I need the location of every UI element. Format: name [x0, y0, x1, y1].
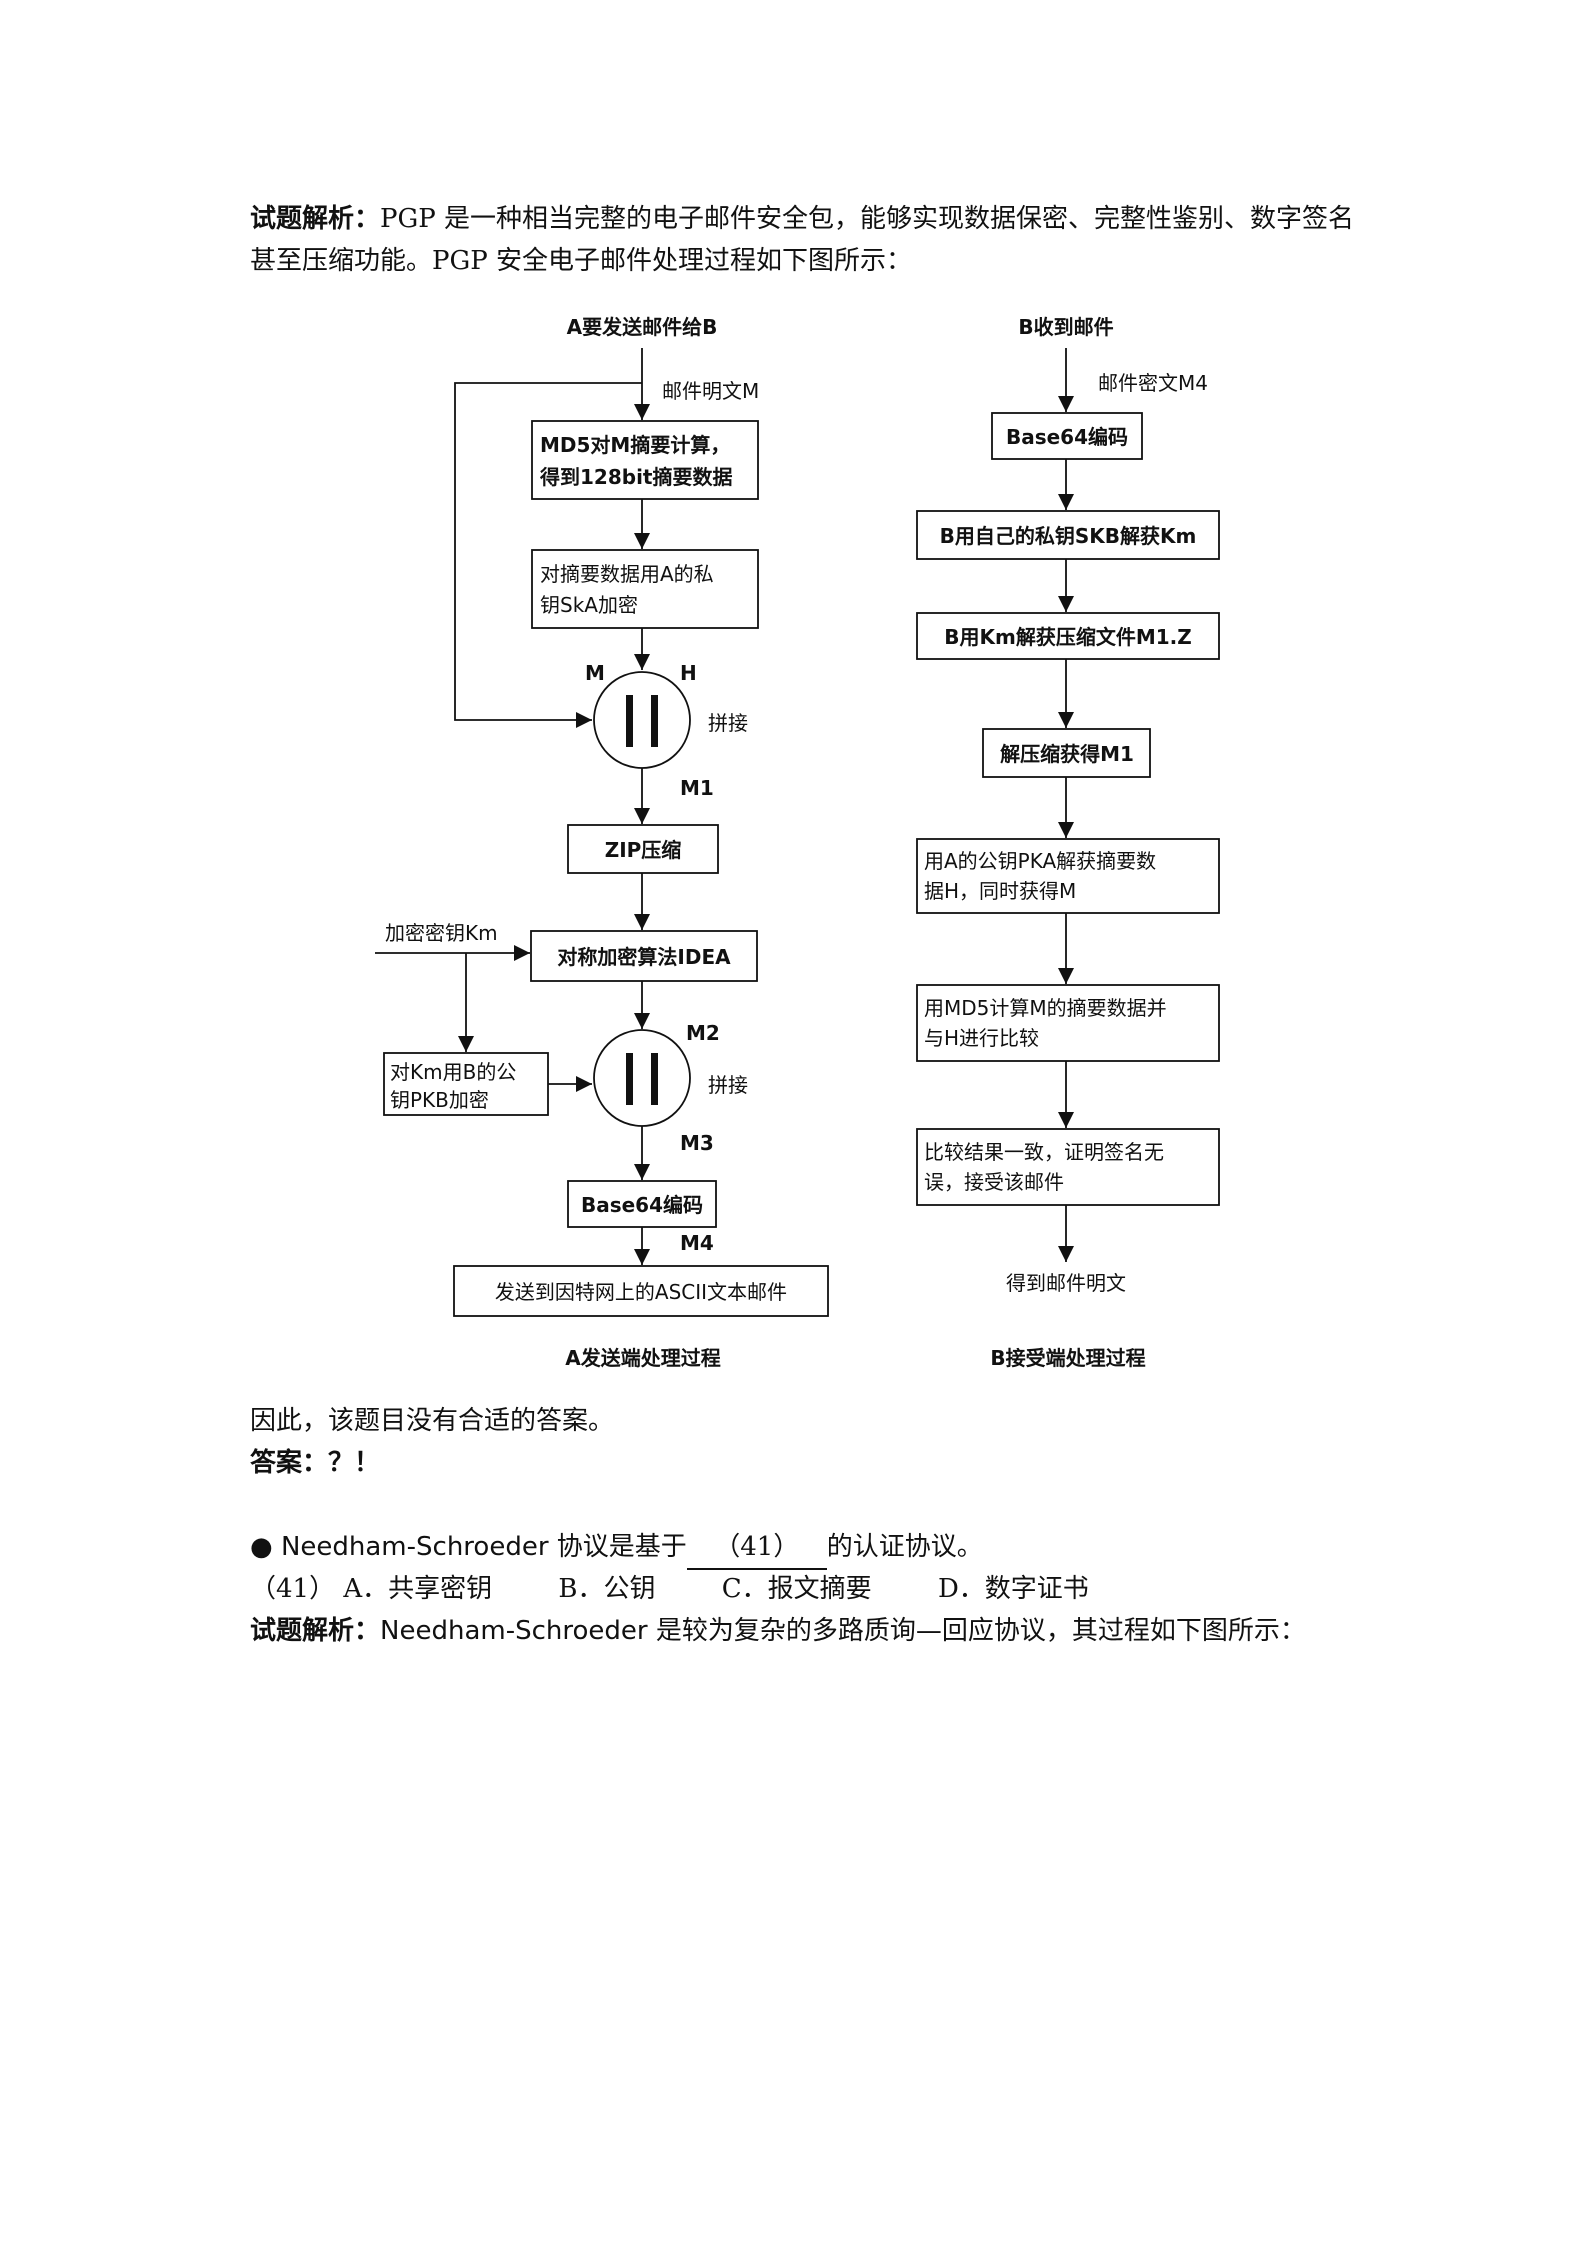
- verify-box: [916, 838, 1220, 914]
- right-base64-label: Base64编码: [1006, 425, 1128, 449]
- analysis-text: Needham-Schroeder 是较为复杂的多路质询—回应协议，其过程如下图…: [380, 1616, 1306, 1646]
- decrypt-box: [916, 612, 1220, 660]
- right-caption: B接受端处理过程: [990, 1346, 1145, 1370]
- options-line: （41） A．共享密钥 B．公钥 C．报文摘要 D．数字证书: [250, 1568, 1370, 1610]
- verify-line1: 用A的公钥PKA解获摘要数: [924, 849, 1156, 873]
- m4-label: M4: [680, 1231, 714, 1255]
- encrypt-key-line2: 钥PKB加密: [390, 1088, 489, 1112]
- intro-text: PGP 是一种相当完整的电子邮件安全包，能够实现数据保密、完整性鉴别、数字签名甚…: [250, 204, 1355, 276]
- intro-label: 试题解析：: [250, 204, 381, 234]
- get-km-label: B用自己的私钥SKB解获Km: [940, 524, 1197, 548]
- analysis-line: 试题解析：Needham-Schroeder 是较为复杂的多路质询—回应协议，其…: [250, 1610, 1370, 1652]
- md5-compare-line2: 与H进行比较: [924, 1026, 1039, 1050]
- md5-line1: MD5对M摘要计算，: [540, 433, 730, 457]
- decrypt-label: B用Km解获压缩文件M1.Z: [944, 625, 1192, 649]
- key-input-label: 加密密钥Km: [385, 921, 498, 945]
- question-number: （41）: [250, 1574, 336, 1604]
- send-label: 发送到因特网上的ASCII文本邮件: [495, 1280, 787, 1304]
- question-line: ● Needham-Schroeder 协议是基于（41）的认证协议。: [250, 1526, 1370, 1570]
- question-blank: （41）: [686, 1526, 827, 1570]
- zip-label: ZIP压缩: [605, 838, 682, 862]
- m1-label: M1: [680, 776, 714, 800]
- md5-compare-line1: 用MD5计算M的摘要数据并: [924, 996, 1167, 1020]
- right-ciphertext-label: 邮件密文M4: [1098, 371, 1208, 395]
- result-line1: 比较结果一致，证明签名无: [924, 1140, 1164, 1164]
- left-base64-label: Base64编码: [581, 1193, 703, 1217]
- option-d: D．数字证书: [937, 1574, 1089, 1604]
- encrypt-key-line1: 对Km用B的公: [390, 1060, 516, 1084]
- conclusion-text: 因此，该题目没有合适的答案。: [250, 1406, 615, 1436]
- answer-label: 答案：？！: [250, 1448, 381, 1478]
- unzip-label: 解压缩获得M1: [1000, 742, 1134, 766]
- idea-label: 对称加密算法IDEA: [557, 945, 731, 969]
- bullet-icon: ●: [250, 1532, 273, 1562]
- sign-line1: 对摘要数据用A的私: [540, 562, 714, 586]
- verify-line2: 据H，同时获得M: [924, 879, 1076, 903]
- md5-box: [531, 420, 759, 500]
- sign-line2: 钥SkA加密: [540, 593, 638, 617]
- unzip-box: [982, 728, 1151, 778]
- m3-label: M3: [680, 1131, 714, 1155]
- m2-label: M2: [686, 1021, 720, 1045]
- idea-box: [530, 930, 758, 982]
- zip-box: [567, 824, 719, 874]
- concat1-circle: [593, 671, 691, 769]
- option-c: C．报文摘要: [721, 1574, 872, 1604]
- result-box: [916, 1128, 1220, 1206]
- concat1-m-label: M: [585, 661, 605, 685]
- get-km-box: [916, 510, 1220, 560]
- right-start-label: B收到邮件: [1018, 315, 1113, 339]
- md5-compare-box: [916, 984, 1220, 1062]
- concat1-h-label: H: [680, 661, 697, 685]
- send-box: [453, 1265, 829, 1317]
- result-line2: 误，接受该邮件: [924, 1170, 1064, 1194]
- analysis-label: 试题解析：: [250, 1616, 381, 1646]
- concat2-label: 拼接: [708, 1073, 748, 1097]
- concat1-label: 拼接: [708, 711, 748, 735]
- left-plaintext-label: 邮件明文M: [662, 379, 759, 403]
- option-a: A．共享密钥: [343, 1574, 493, 1604]
- left-caption: A发送端处理过程: [565, 1346, 720, 1370]
- right-end-label: 得到邮件明文: [1006, 1271, 1126, 1295]
- question-post: 的认证协议。: [826, 1532, 983, 1562]
- pgp-flow-diagram: A要发送邮件给B 邮件明文M MD5对M摘要计算， 得到128bit摘要数据 对…: [375, 315, 1220, 1370]
- intro-paragraph: 试题解析：PGP 是一种相当完整的电子邮件安全包，能够实现数据保密、完整性鉴别、…: [250, 198, 1370, 282]
- question-pre: Needham-Schroeder 协议是基于: [280, 1532, 687, 1562]
- concat2-circle: [593, 1029, 691, 1127]
- md5-line2: 得到128bit摘要数据: [539, 465, 732, 489]
- option-b: B．公钥: [558, 1574, 656, 1604]
- left-start-label: A要发送邮件给B: [567, 315, 718, 339]
- sign-box: [531, 549, 759, 629]
- right-base64-box: [991, 412, 1143, 460]
